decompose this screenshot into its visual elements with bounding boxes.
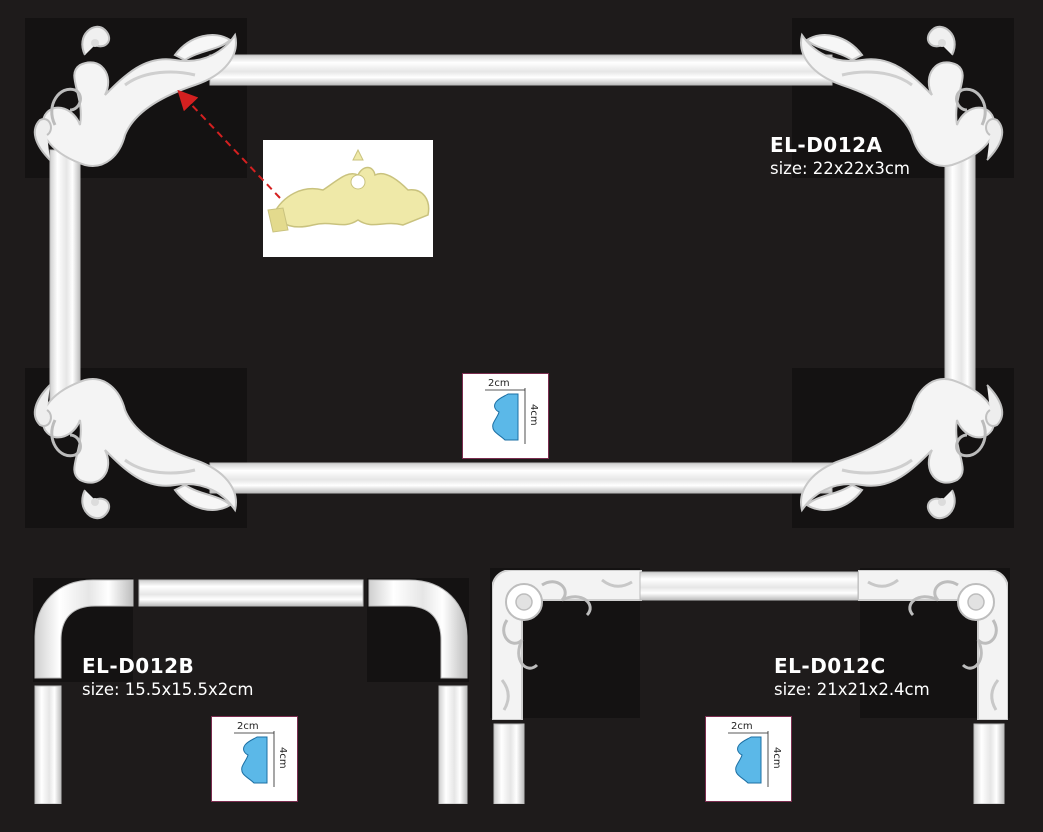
- product-code: EL-D012A: [770, 133, 883, 157]
- left-rail: [34, 685, 62, 804]
- product-c-label: EL-D012C size: 21x21x2.4cm: [774, 654, 930, 699]
- frame-b-mouldings: [34, 579, 468, 804]
- left-rail: [493, 723, 525, 804]
- ornament-detail-photo: [263, 140, 433, 257]
- product-code: EL-D012B: [82, 654, 195, 678]
- product-b-label: EL-D012B size: 15.5x15.5x2cm: [82, 654, 253, 699]
- frame-c-panel: [490, 568, 1010, 804]
- moulding-cross-section-icon: 2cm 4cm: [485, 378, 539, 444]
- moulding-cross-section-icon: 2cm 4cm: [234, 721, 288, 787]
- profile-width-label: 2cm: [488, 378, 510, 389]
- profile-width-label: 2cm: [731, 721, 753, 732]
- acanthus-corner-bottom-right-icon: [799, 377, 1004, 520]
- top-rail: [138, 579, 364, 607]
- product-size: size: 22x22x3cm: [770, 159, 910, 178]
- profile-card-c: 2cm 4cm: [705, 716, 792, 802]
- product-a-label: EL-D012A size: 22x22x3cm: [770, 133, 910, 178]
- product-size: size: 15.5x15.5x2cm: [82, 680, 254, 699]
- frame-b-panel: [33, 578, 469, 804]
- profile-width-label: 2cm: [237, 721, 259, 732]
- right-rail: [438, 685, 468, 804]
- rounded-corner-moulding-icon: [34, 579, 134, 679]
- profile-height-label: 4cm: [277, 747, 288, 769]
- bottom-rail: [209, 462, 833, 494]
- top-rail: [209, 54, 833, 86]
- profile-card-b: 2cm 4cm: [211, 716, 298, 802]
- right-rail: [944, 149, 976, 401]
- profile-card-a: 2cm 4cm: [462, 373, 549, 459]
- frame-a-panel: EL-D012A size: 22x22x3cm 2cm 4cm: [33, 25, 1004, 520]
- profile-height-label: 4cm: [771, 747, 782, 769]
- product-code: EL-D012C: [774, 654, 886, 678]
- yellow-ornament-icon: [267, 148, 430, 233]
- left-rail: [49, 149, 81, 401]
- top-rail: [639, 571, 859, 601]
- product-size: size: 21x21x2.4cm: [774, 680, 930, 699]
- frame-c-rails: [493, 571, 1005, 804]
- dashed-arrow-icon: [177, 90, 281, 199]
- frame-a-rails: [49, 54, 976, 494]
- right-rail: [973, 723, 1005, 804]
- rounded-corner-moulding-icon: [368, 579, 468, 679]
- profile-height-label: 4cm: [528, 404, 539, 426]
- acanthus-corner-bottom-left-icon: [33, 377, 238, 520]
- moulding-cross-section-icon: 2cm 4cm: [728, 721, 782, 787]
